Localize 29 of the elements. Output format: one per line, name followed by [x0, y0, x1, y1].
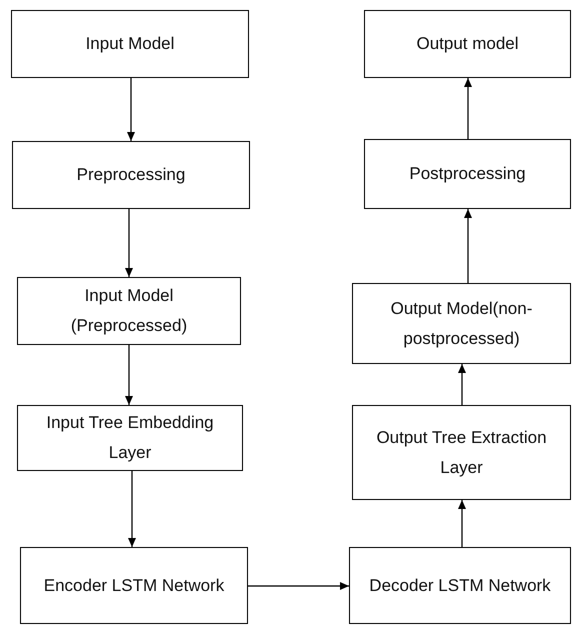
box-label: Input Model (Preprocessed)	[70, 285, 188, 337]
arrow	[458, 364, 466, 405]
box-label: Input Model	[86, 33, 174, 55]
process-box	[364, 139, 571, 209]
process-box	[17, 277, 241, 345]
box-label: Postprocessing	[409, 163, 526, 185]
arrow	[458, 500, 466, 547]
process-box	[17, 405, 243, 471]
arrow	[125, 345, 133, 405]
arrow	[248, 582, 349, 590]
box-label: Output Model(non-postprocessed)	[390, 298, 534, 350]
process-box	[12, 141, 250, 209]
box-label: Input Tree Embedding Layer	[45, 412, 215, 464]
arrow	[128, 471, 136, 547]
process-box	[352, 405, 571, 500]
process-box	[11, 10, 249, 78]
box-label: Decoder LSTM Network	[369, 574, 551, 596]
process-box	[20, 547, 248, 624]
arrow	[464, 78, 472, 139]
box-label: Output Tree Extraction Layer	[375, 426, 548, 478]
arrow	[127, 78, 135, 141]
process-box	[349, 547, 571, 624]
arrow	[125, 209, 133, 277]
box-label: Output model	[416, 33, 519, 55]
box-label: Encoder LSTM Network	[44, 574, 224, 596]
process-box	[364, 10, 571, 78]
box-label: Preprocessing	[76, 164, 186, 186]
process-box	[352, 283, 571, 364]
arrow	[464, 209, 472, 283]
